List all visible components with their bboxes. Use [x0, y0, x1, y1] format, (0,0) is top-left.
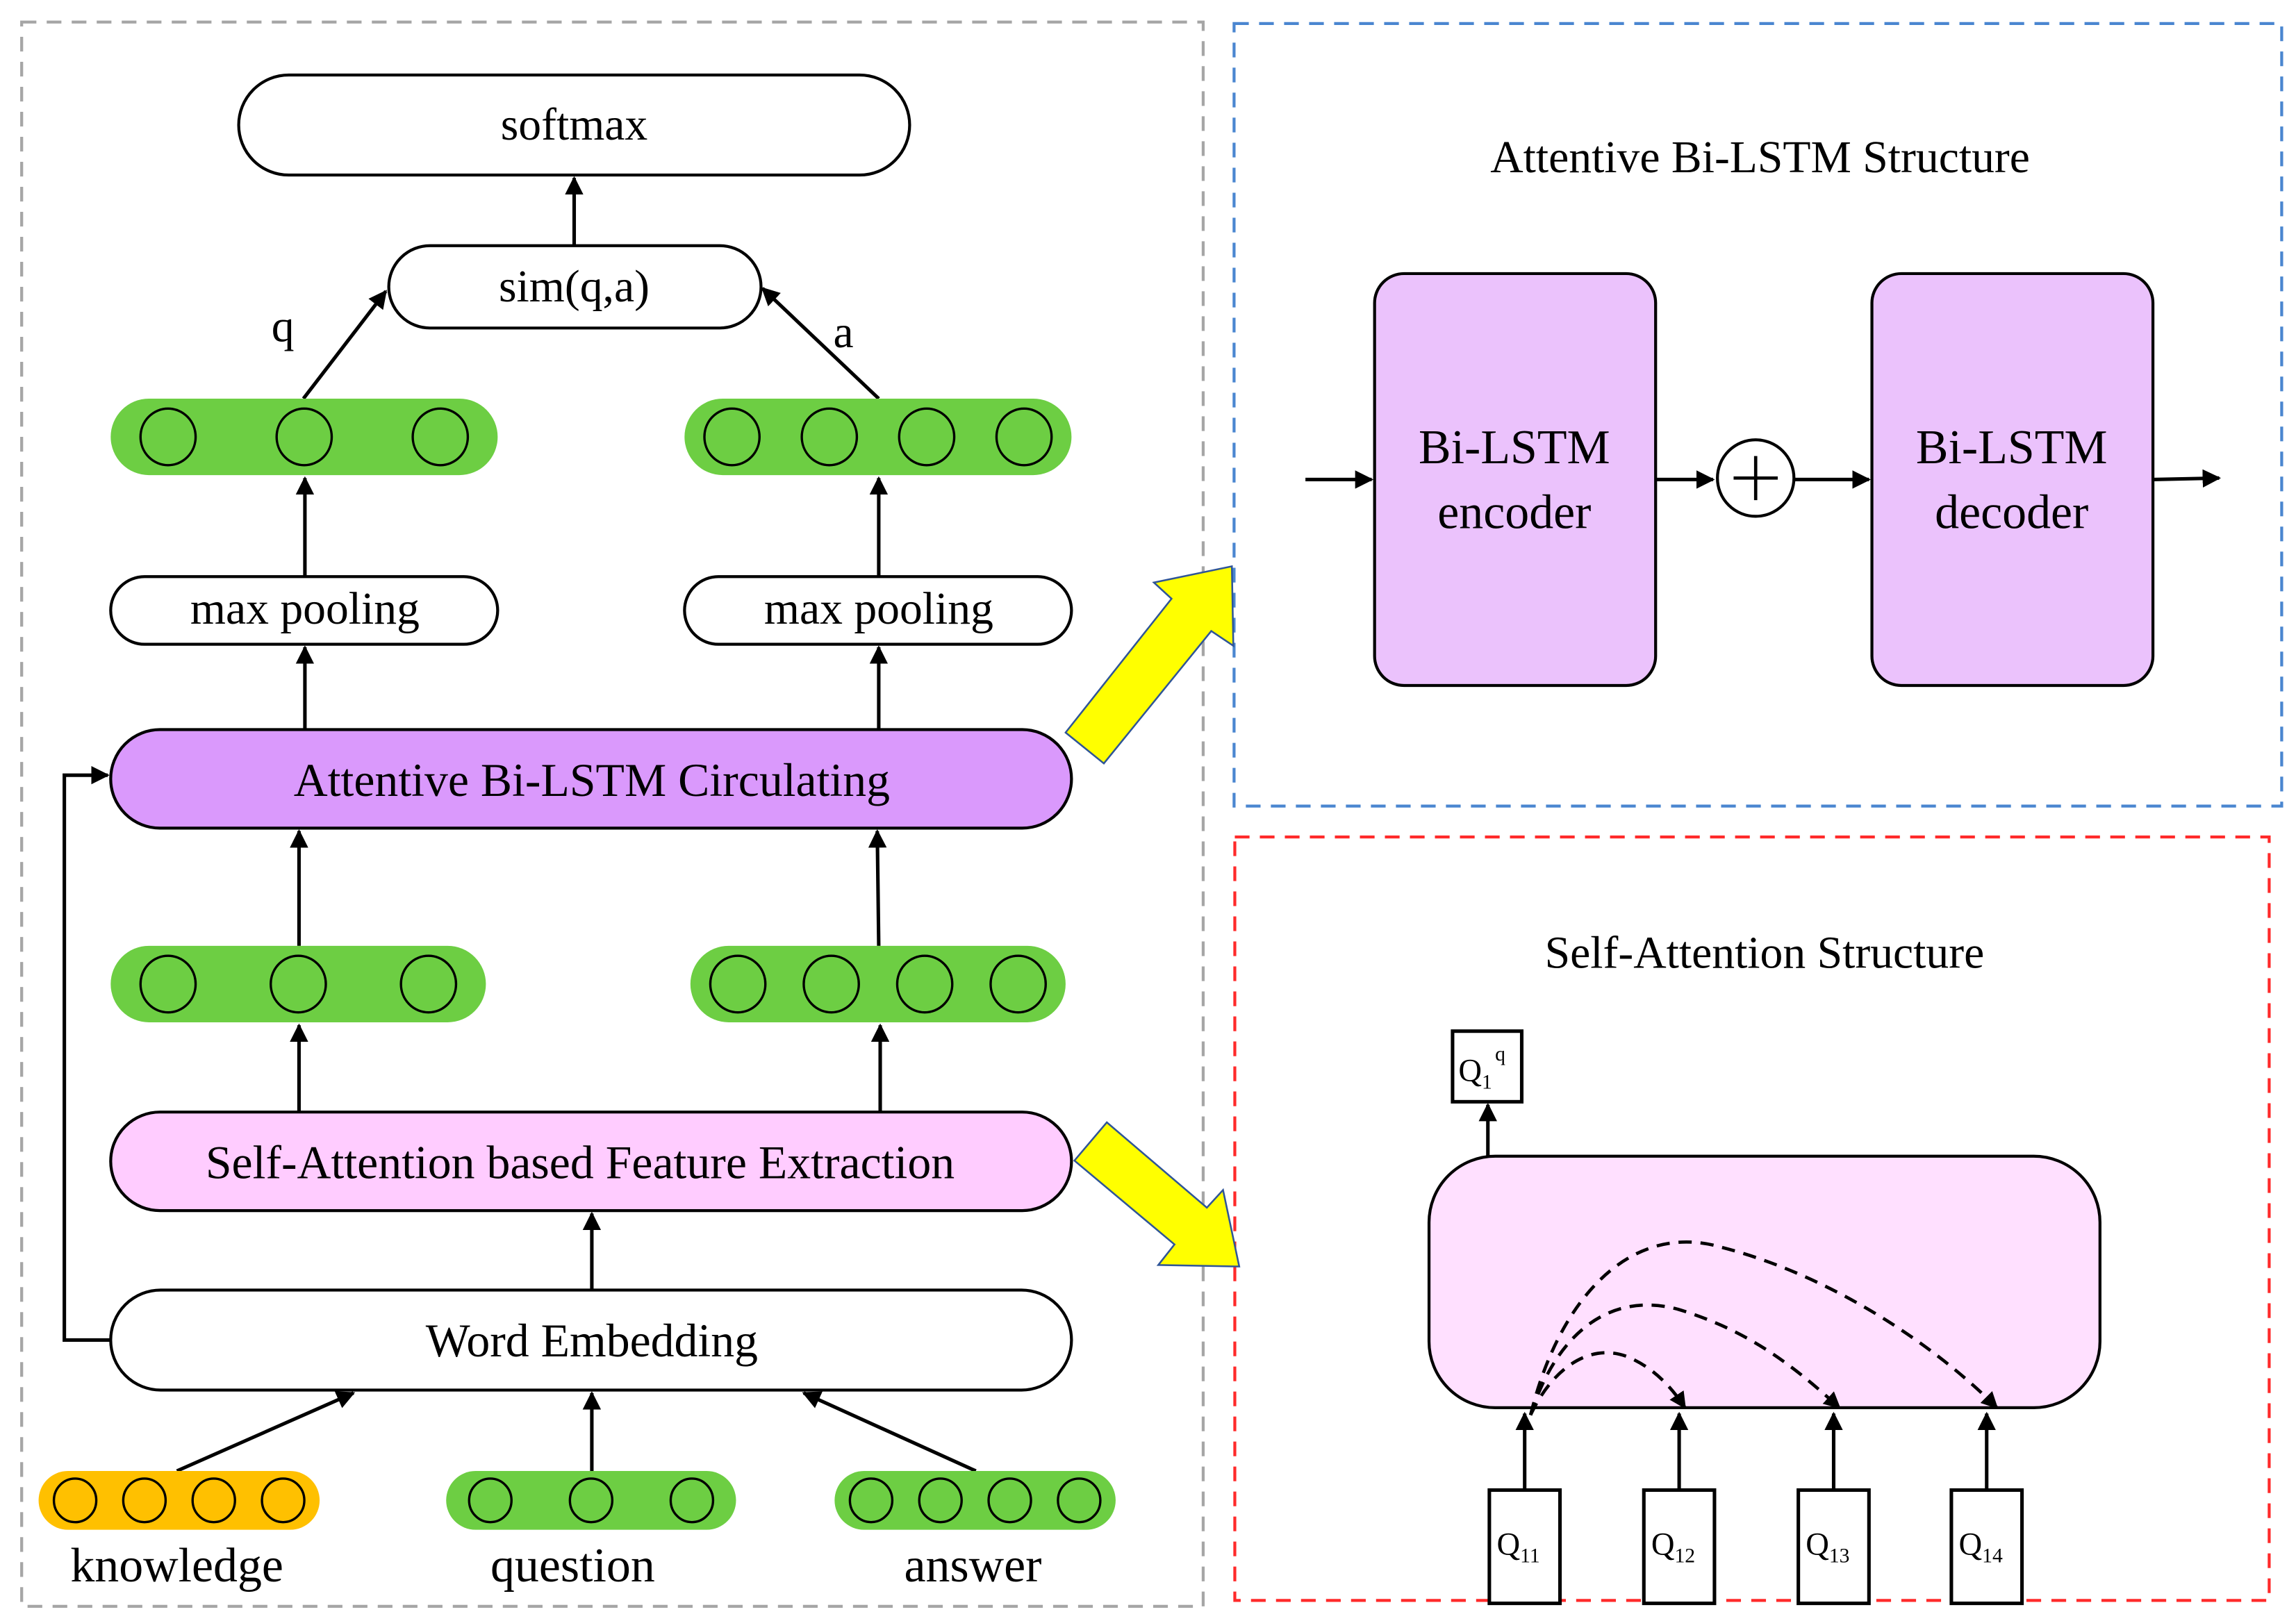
vector-unit-circle: [895, 954, 954, 1014]
word-embedding-label: Word Embedding: [426, 1315, 758, 1367]
q-label: q: [272, 301, 295, 351]
arrow-mid-right-up: [868, 829, 887, 946]
vector-unit-circle: [709, 954, 767, 1014]
softmax-node: softmax: [237, 73, 911, 177]
a-label: a: [834, 307, 854, 358]
arrow-a-to-sim: [761, 287, 880, 400]
output-token-label: Q1q: [1458, 1043, 1505, 1093]
attentive-bilstm-label: Attentive Bi-LSTM Circulating: [294, 754, 890, 806]
bilstm-structure-frame: [1232, 22, 2283, 808]
bilstm-decoder-block: Bi-LSTM decoder: [1870, 272, 2155, 688]
vector-unit-circle: [411, 407, 470, 467]
answer-feature-vector: [690, 945, 1066, 1022]
vector-unit-circle: [139, 407, 197, 467]
self-attention-extraction-label: Self-Attention based Feature Extraction: [206, 1136, 955, 1188]
similarity-node: sim(q,a): [387, 244, 763, 330]
arrow-answer-to-embedding: [802, 1391, 977, 1473]
pointer-arrow-to-self-attention-structure: [1073, 1121, 1241, 1267]
vector-background: [110, 945, 486, 1022]
question-input-vector: [446, 1470, 736, 1530]
question-pooled-vector: [110, 398, 498, 476]
token-label: Q13: [1806, 1527, 1849, 1568]
vector-unit-circle: [261, 1477, 306, 1524]
vector-unit-circle: [122, 1477, 167, 1524]
encoder-label-line2: encoder: [1437, 485, 1591, 539]
self-attention-structure-frame: [1233, 836, 2271, 1602]
token-label: Q12: [1651, 1527, 1695, 1568]
vector-unit-circle: [848, 1477, 894, 1524]
vector-unit-circle: [139, 954, 197, 1014]
token-label: Q11: [1496, 1527, 1539, 1568]
question-label: question: [490, 1539, 655, 1593]
self-attention-extraction-node: Self-Attention based Feature Extraction: [109, 1111, 1073, 1213]
question-feature-vector: [110, 945, 486, 1022]
bilstm-encoder-block: Bi-LSTM encoder: [1373, 272, 1658, 688]
vector-background: [446, 1470, 736, 1530]
vector-unit-circle: [568, 1477, 614, 1524]
self-attention-output-box: Q1q: [1451, 1029, 1524, 1104]
decoder-label-line1: Bi-LSTM: [1916, 421, 2108, 474]
vector-unit-circle: [918, 1477, 963, 1524]
self-attention-block: [1427, 1154, 2101, 1410]
skip-connection-arrow: [63, 765, 111, 1342]
token-box-q11: Q11: [1487, 1411, 1562, 1606]
vector-unit-circle: [52, 1477, 98, 1524]
vector-background: [110, 398, 498, 476]
vector-unit-circle: [468, 1477, 513, 1524]
vector-unit-circle: [989, 954, 1047, 1014]
input-token-row: Q11 Q12 Q13 Q14: [1487, 1411, 2024, 1606]
combine-node: [1716, 438, 1796, 518]
max-pooling-right-label: max pooling: [764, 583, 993, 634]
self-attention-structure-title: Self-Attention Structure: [1545, 928, 1985, 979]
max-pooling-left-node: max pooling: [109, 575, 499, 646]
vector-unit-circle: [1057, 1477, 1102, 1524]
attention-arc-q11-q14: [1528, 1240, 1999, 1416]
answer-pooled-vector: [684, 398, 1072, 476]
decoder-label-line2: decoder: [1935, 485, 2088, 539]
vector-unit-circle: [270, 954, 327, 1014]
knowledge-input-vector: [38, 1470, 320, 1530]
pointer-arrow-to-bilstm-structure: [1064, 565, 1234, 765]
token-box-q12: Q12: [1642, 1411, 1717, 1606]
attention-arc-q11-q13: [1528, 1303, 1841, 1416]
attention-arc-q11-q12: [1529, 1351, 1687, 1416]
token-box-q14: Q14: [1949, 1411, 2024, 1606]
vector-unit-circle: [800, 407, 859, 467]
vector-unit-circle: [703, 407, 761, 467]
vector-background: [834, 1470, 1116, 1530]
vector-background: [38, 1470, 320, 1530]
arrow-q-to-sim: [302, 290, 388, 400]
vector-unit-circle: [995, 407, 1053, 467]
vector-unit-circle: [669, 1477, 715, 1524]
encoder-label-line1: Bi-LSTM: [1419, 421, 1610, 474]
token-label: Q14: [1959, 1527, 2003, 1568]
word-embedding-node: Word Embedding: [109, 1288, 1073, 1392]
token-box-q13: Q13: [1797, 1411, 1871, 1606]
max-pooling-right-node: max pooling: [683, 575, 1073, 646]
knowledge-label: knowledge: [70, 1539, 283, 1593]
vector-unit-circle: [898, 407, 956, 467]
arrow-out-of-decoder: [2153, 469, 2222, 488]
bilstm-structure-title: Attentive Bi-LSTM Structure: [1490, 132, 2030, 183]
vector-background: [684, 398, 1072, 476]
vector-unit-circle: [275, 407, 333, 467]
vector-unit-circle: [987, 1477, 1032, 1524]
vector-unit-circle: [802, 954, 860, 1014]
vector-unit-circle: [399, 954, 458, 1014]
attentive-bilstm-node: Attentive Bi-LSTM Circulating: [109, 728, 1073, 830]
main-model-frame: [20, 20, 1205, 1608]
answer-input-vector: [834, 1470, 1116, 1530]
arrow-knowledge-to-embedding: [176, 1391, 356, 1473]
softmax-label: softmax: [501, 99, 648, 150]
similarity-label: sim(q,a): [499, 261, 650, 312]
vector-unit-circle: [191, 1477, 236, 1524]
vector-background: [690, 945, 1066, 1022]
answer-label: answer: [905, 1539, 1042, 1593]
max-pooling-left-label: max pooling: [190, 583, 420, 634]
